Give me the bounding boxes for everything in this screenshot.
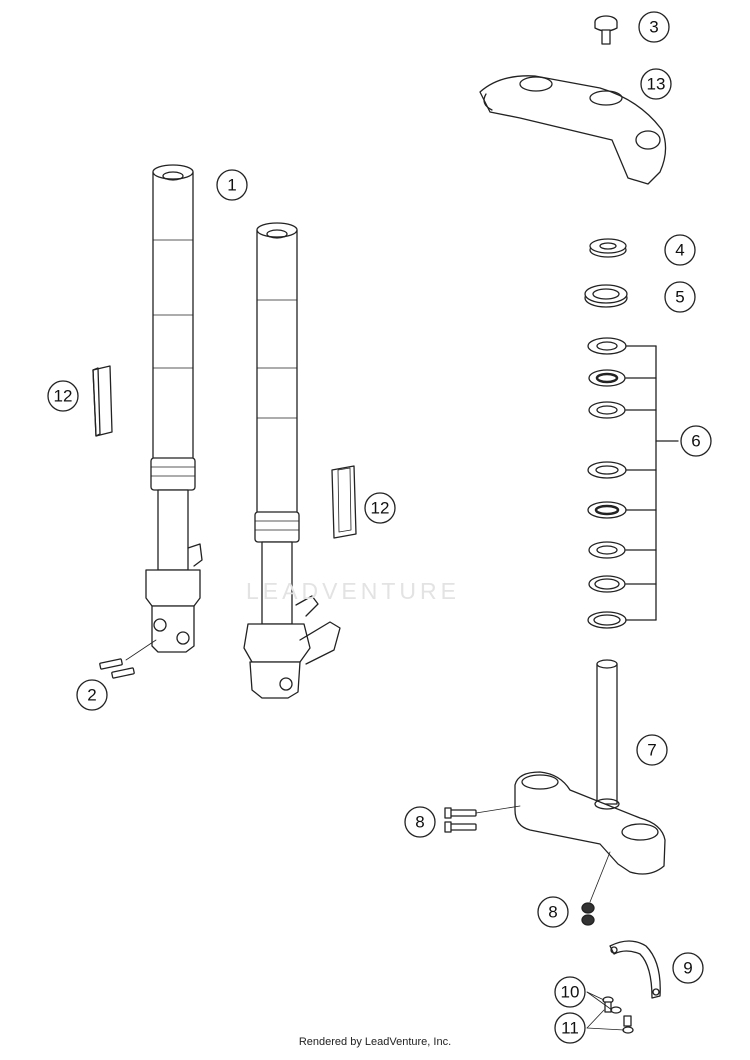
callout-label: 3 bbox=[649, 18, 658, 37]
holder-screws[interactable] bbox=[586, 991, 634, 1034]
callout-11: 11 bbox=[554, 1012, 586, 1044]
fork-leg-right[interactable] bbox=[243, 222, 341, 699]
fork-protector-left[interactable] bbox=[92, 365, 113, 437]
callout-label: 5 bbox=[675, 288, 684, 307]
footer-credit: Rendered by LeadVenture, Inc. bbox=[298, 1036, 452, 1048]
callout-label: 12 bbox=[54, 387, 73, 406]
dust-seal[interactable] bbox=[589, 238, 627, 258]
lower-clamp-bolts[interactable] bbox=[444, 805, 521, 833]
callout-label: 2 bbox=[87, 686, 96, 705]
callout-label: 12 bbox=[371, 499, 390, 518]
watermark: LEADVENTURE bbox=[246, 578, 460, 604]
bearing-cover-ring[interactable] bbox=[584, 284, 628, 308]
callout-12-left: 12 bbox=[47, 380, 79, 412]
top-clamp-bolt[interactable] bbox=[594, 15, 618, 45]
callout-1: 1 bbox=[216, 169, 248, 201]
callout-label: 10 bbox=[561, 983, 580, 1002]
lower-triple-clamp[interactable] bbox=[514, 659, 666, 875]
bearing-set-bracket bbox=[625, 345, 679, 621]
fork-leg-left[interactable] bbox=[145, 164, 203, 653]
callout-5: 5 bbox=[664, 281, 696, 313]
upper-triple-clamp[interactable] bbox=[479, 75, 667, 185]
callout-13: 13 bbox=[640, 68, 672, 100]
callout-6: 6 bbox=[680, 425, 712, 457]
brake-line-holder[interactable] bbox=[609, 940, 661, 999]
steering-bearing-set[interactable] bbox=[587, 337, 627, 629]
callout-8-upper: 8 bbox=[404, 806, 436, 838]
callout-12-right: 12 bbox=[364, 492, 396, 524]
callout-label: 7 bbox=[647, 741, 656, 760]
clamp-nuts[interactable] bbox=[581, 851, 611, 926]
callout-4: 4 bbox=[664, 234, 696, 266]
callout-label: 8 bbox=[548, 903, 557, 922]
callout-10: 10 bbox=[554, 976, 586, 1008]
callout-2: 2 bbox=[76, 679, 108, 711]
callout-9: 9 bbox=[672, 952, 704, 984]
callout-7: 7 bbox=[636, 734, 668, 766]
callout-3: 3 bbox=[638, 11, 670, 43]
callout-label: 13 bbox=[647, 75, 666, 94]
callout-label: 1 bbox=[227, 176, 236, 195]
callout-label: 9 bbox=[683, 959, 692, 978]
fork-clamp-bolts[interactable] bbox=[99, 639, 157, 679]
callout-label: 11 bbox=[561, 1019, 579, 1038]
callout-label: 8 bbox=[415, 813, 424, 832]
fork-protector-right[interactable] bbox=[331, 465, 357, 539]
callout-8-lower: 8 bbox=[537, 896, 569, 928]
callout-label: 6 bbox=[691, 432, 700, 451]
callout-label: 4 bbox=[675, 241, 684, 260]
